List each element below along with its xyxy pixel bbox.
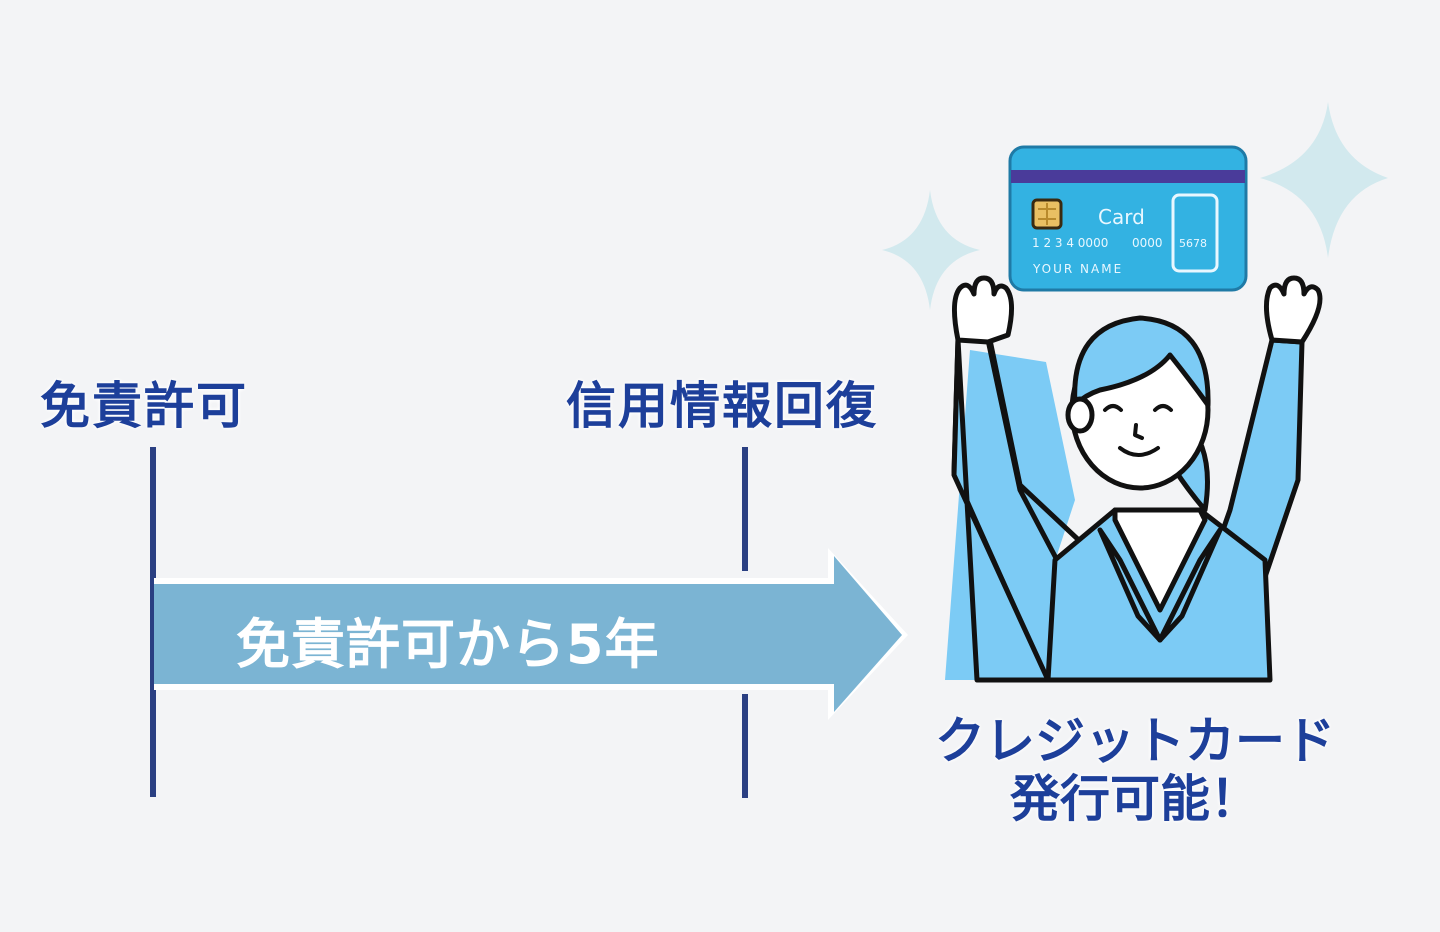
person-with-credit-card-illustration: Card 1 2 3 4 0000 0000 5678 YOUR NAME: [882, 102, 1388, 683]
svg-text:5678: 5678: [1179, 237, 1207, 250]
timeline-line-recover-top: [742, 447, 748, 571]
timeline-line-recover-bottom: [742, 694, 748, 798]
label-discharge-granted: 免責許可: [40, 377, 248, 435]
credit-card-icon: Card 1 2 3 4 0000 0000 5678 YOUR NAME: [1008, 145, 1248, 292]
person-icon: [945, 275, 1323, 683]
sparkle-icon: [882, 102, 1388, 310]
arrow-label: 免責許可から5年: [236, 613, 660, 676]
timeline-line-start: [150, 447, 156, 797]
result-label-credit-card-available: クレジットカード 発行可能！: [905, 712, 1365, 828]
result-line-1: クレジットカード: [935, 712, 1335, 770]
svg-text:1 2 3 4 0000: 1 2 3 4 0000: [1032, 236, 1108, 250]
timeline-arrow: [154, 548, 908, 720]
svg-text:Card: Card: [1098, 205, 1145, 229]
label-credit-info-recovered: 信用情報回復: [566, 377, 878, 435]
svg-text:0000: 0000: [1132, 236, 1163, 250]
svg-text:YOUR NAME: YOUR NAME: [1032, 262, 1123, 276]
result-line-2: 発行可能！: [1010, 770, 1260, 828]
